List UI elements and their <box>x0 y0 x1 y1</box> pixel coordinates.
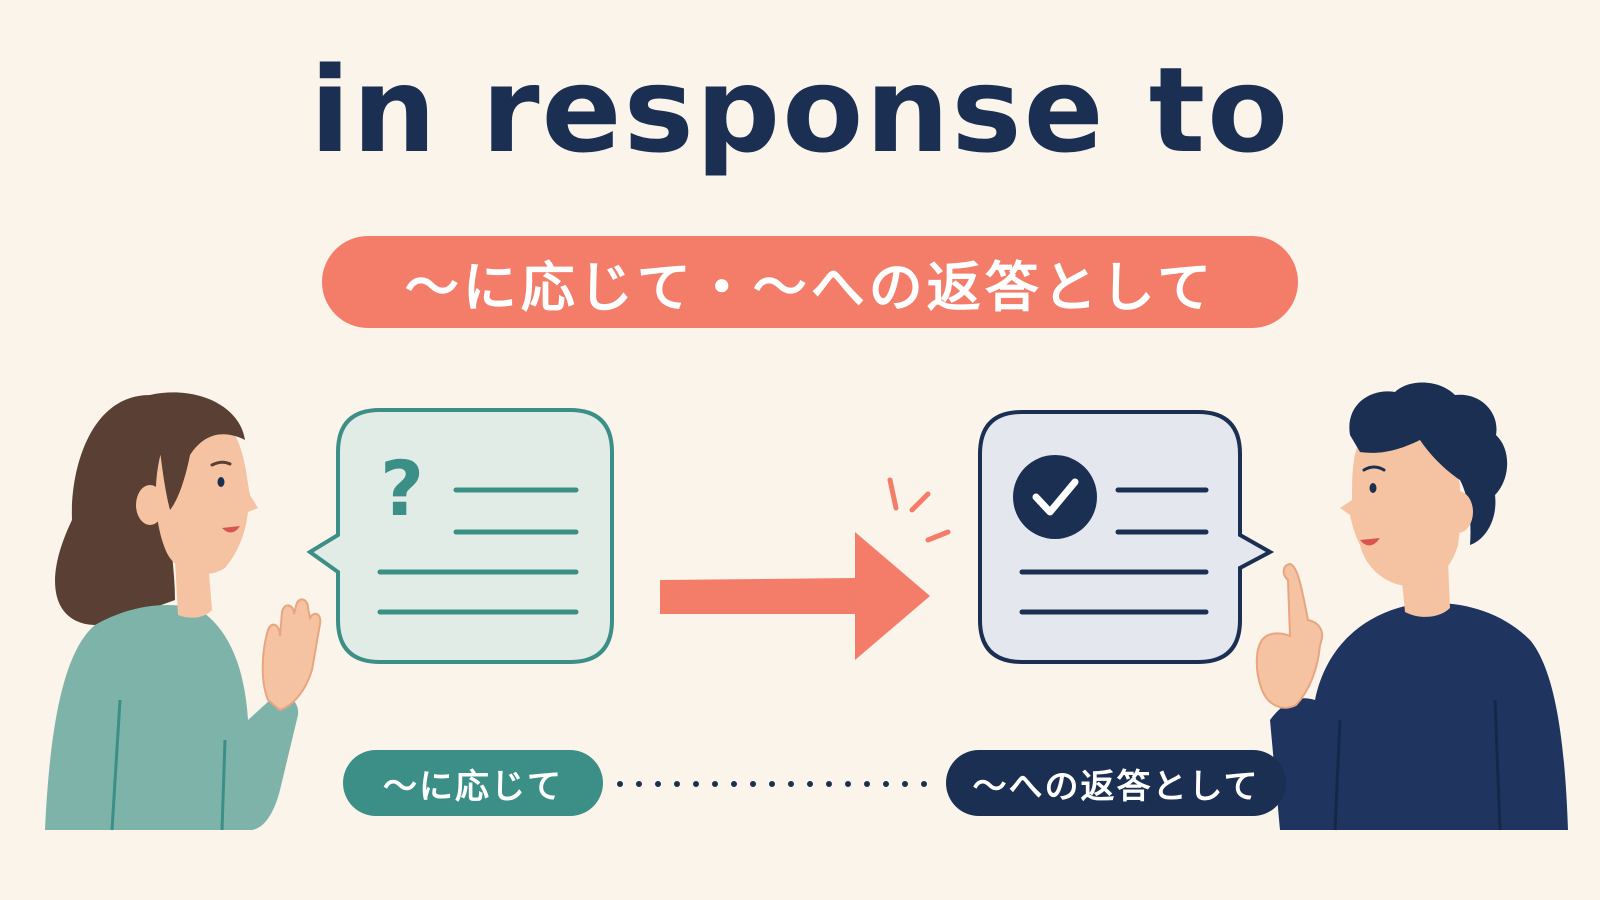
man-mouth <box>1360 538 1380 546</box>
man-hair <box>1349 382 1508 545</box>
page-title: in response to <box>309 41 1291 179</box>
man-eyebrow <box>1362 465 1386 472</box>
woman-figure <box>45 392 322 831</box>
woman-shirt <box>45 605 299 830</box>
question-bubble-shape <box>306 408 614 664</box>
man-face <box>1340 431 1461 586</box>
woman-shirt-fold <box>220 739 227 831</box>
answer-bubble <box>978 410 1275 664</box>
subtitle-text: 〜に応じて・〜への返答として <box>404 255 1216 319</box>
answer-bubble-shape <box>978 410 1275 664</box>
check-circle-icon <box>1013 455 1097 539</box>
woman-mouth <box>222 526 240 533</box>
woman-eyebrow <box>210 460 232 467</box>
man-hand <box>1255 562 1324 709</box>
man-sweater-fold <box>1333 719 1342 831</box>
man-sweater <box>1270 603 1568 830</box>
spark-line <box>909 491 931 513</box>
woman-hair-front <box>150 392 245 510</box>
man-ear <box>1443 491 1473 533</box>
woman-eye <box>217 477 225 487</box>
label-left: 〜に応じて <box>343 750 603 816</box>
man-sweater-fold <box>1493 699 1502 831</box>
man-figure <box>1255 382 1568 831</box>
label-left-text: 〜に応じて <box>383 766 563 807</box>
subtitle-banner: 〜に応じて・〜への返答として <box>322 236 1298 328</box>
arrow-right-icon <box>660 477 951 660</box>
woman-hand <box>261 598 322 712</box>
woman-shirt-fold <box>110 699 122 831</box>
man-eye <box>1369 483 1377 493</box>
label-right: 〜への返答として <box>946 750 1286 816</box>
spark-line <box>887 477 899 511</box>
check-mark <box>1032 478 1079 516</box>
spark-line <box>925 529 951 543</box>
label-right-text: 〜への返答として <box>972 766 1260 807</box>
question-bubble: ? <box>306 408 614 664</box>
question-icon: ? <box>380 444 424 533</box>
woman-ear <box>136 485 164 525</box>
